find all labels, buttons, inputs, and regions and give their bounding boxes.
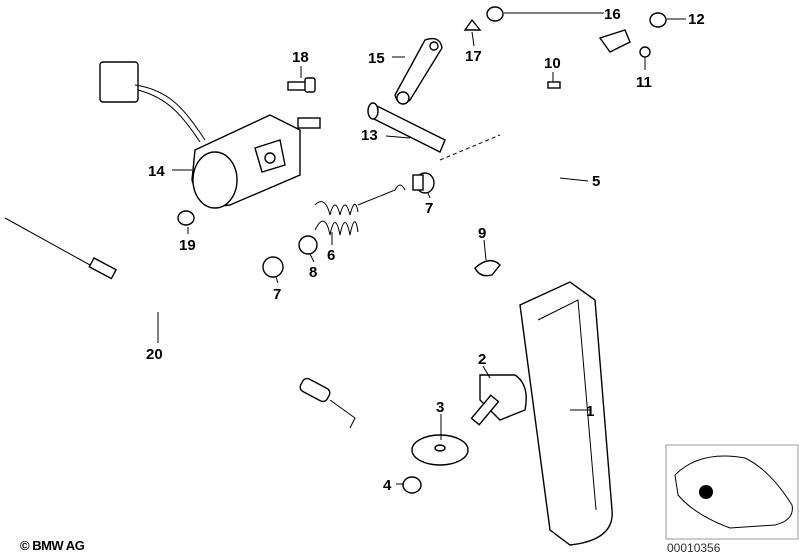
- copyright-text: © BMW AG: [20, 538, 85, 553]
- vehicle-location-thumbnail: [665, 444, 799, 540]
- label-20: 20: [146, 346, 163, 363]
- part-4-nut[interactable]: [402, 476, 422, 494]
- part-16-nut[interactable]: [486, 6, 504, 22]
- part-2-switch[interactable]: [470, 374, 527, 426]
- part-labels: 1 2 3 4 5 6 7 7 8 9 10 11 12 13 14 15 16…: [146, 6, 705, 494]
- location-marker-icon: [699, 485, 713, 499]
- diagram-number: 00010356: [667, 541, 721, 555]
- label-14: 14: [148, 163, 165, 180]
- part-14-sensor[interactable]: [99, 61, 321, 209]
- part-19-nut[interactable]: [177, 210, 195, 226]
- part-8-bushing[interactable]: [298, 235, 318, 255]
- label-7-upper: 7: [425, 200, 433, 217]
- part-12-nut[interactable]: [649, 12, 667, 28]
- part-10-screw[interactable]: [547, 81, 561, 89]
- label-19: 19: [179, 237, 196, 254]
- part-20-cable[interactable]: [4, 217, 356, 429]
- part-13-pin[interactable]: [367, 102, 446, 153]
- label-17: 17: [465, 48, 482, 65]
- part-5-rod[interactable]: [510, 29, 631, 268]
- label-9: 9: [478, 225, 486, 242]
- part-6-spring[interactable]: [314, 184, 406, 236]
- label-12: 12: [688, 11, 705, 28]
- leader-lines: [157, 12, 686, 485]
- part-18-bolt[interactable]: [287, 77, 316, 93]
- label-4: 4: [383, 477, 392, 494]
- label-18: 18: [292, 49, 309, 66]
- label-2: 2: [478, 351, 486, 368]
- label-5: 5: [592, 173, 600, 190]
- label-16: 16: [604, 6, 621, 23]
- part-1-pedal[interactable]: [519, 281, 613, 546]
- label-13: 13: [361, 127, 378, 144]
- part-17-clip[interactable]: [463, 18, 482, 31]
- part-9-clip[interactable]: [474, 260, 501, 277]
- label-6: 6: [327, 247, 335, 264]
- part-3-washer[interactable]: [411, 434, 469, 466]
- label-11: 11: [636, 74, 652, 91]
- label-7-lower: 7: [273, 286, 281, 303]
- label-8: 8: [309, 264, 317, 281]
- label-15: 15: [368, 50, 385, 67]
- part-15-lever[interactable]: [394, 37, 443, 105]
- part-7-bushing-upper[interactable]: [412, 172, 435, 194]
- label-1: 1: [586, 403, 594, 420]
- part-11-nut[interactable]: [639, 46, 651, 58]
- label-10: 10: [544, 55, 561, 72]
- label-3: 3: [436, 399, 444, 416]
- part-7-bushing-lower[interactable]: [262, 256, 284, 278]
